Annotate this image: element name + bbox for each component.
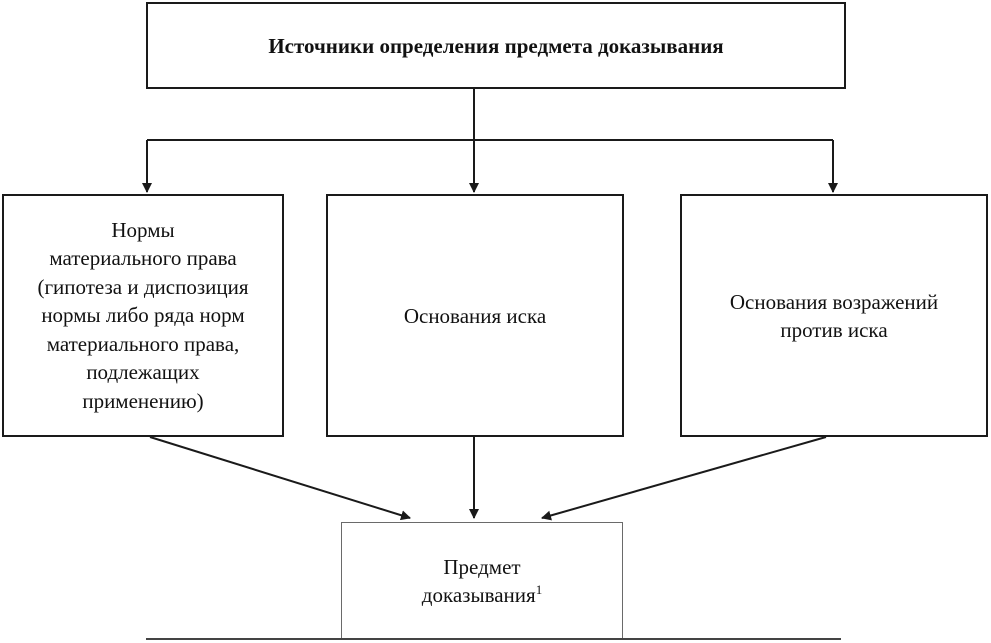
result-label-wrap: Предмет доказывания1 xyxy=(422,553,542,609)
diagram-title-box: Источники определения предмета доказыван… xyxy=(146,2,846,89)
source-box-norms: Нормы материального права (гипотеза и ди… xyxy=(2,194,284,437)
result-box-subject: Предмет доказывания1 xyxy=(341,522,623,639)
diagram-title: Источники определения предмета доказыван… xyxy=(268,33,724,58)
result-label: Предмет доказывания xyxy=(421,554,536,607)
source-label-norms: Нормы материального права (гипотеза и ди… xyxy=(37,217,249,413)
arrow-norms-to-subject xyxy=(149,436,411,521)
source-box-objection: Основания возражений против иска xyxy=(680,194,988,437)
result-footnote-mark: 1 xyxy=(535,581,543,597)
bottom-divider xyxy=(146,638,841,640)
source-box-claim: Основания иска xyxy=(326,194,624,437)
source-label-claim: Основания иска xyxy=(403,303,547,328)
source-label-objection: Основания возражений против иска xyxy=(729,289,939,342)
arrow-objection-to-subject xyxy=(541,436,827,521)
